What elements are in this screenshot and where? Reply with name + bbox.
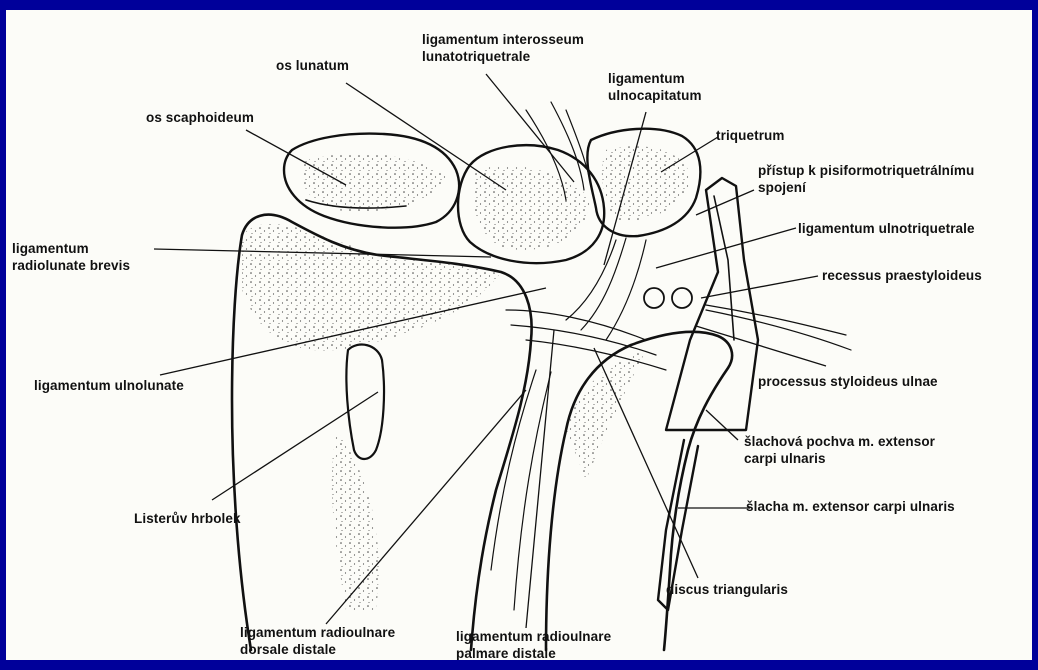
label-processus: processus styloideus ulnae (758, 373, 938, 390)
label-listeruv: Listerův hrbolek (134, 510, 241, 527)
leader-lig-palmare (526, 330, 554, 628)
leader-lig-interosseum (486, 74, 574, 182)
label-os-scaphoideum: os scaphoideum (146, 109, 254, 126)
label-triquetrum: triquetrum (716, 127, 785, 144)
label-lig-ulnotriquetrale: ligamentum ulnotriquetrale (798, 220, 975, 237)
leader-discus (594, 348, 698, 578)
label-recessus: recessus praestyloideus (822, 267, 982, 284)
label-slacha: šlacha m. extensor carpi ulnaris (746, 498, 955, 515)
ulna-bone-outline (546, 332, 732, 650)
recess-circle-1 (644, 288, 664, 308)
listers-tubercle (346, 345, 384, 459)
leader-processus (696, 326, 826, 366)
wrist-anatomy-drawing (6, 10, 1032, 660)
recess-circle-2 (672, 288, 692, 308)
label-os-lunatum: os lunatum (276, 57, 349, 74)
leader-slachova (706, 410, 738, 440)
leader-pristup (696, 190, 754, 215)
label-discus: discus triangularis (666, 581, 788, 598)
leader-lig-ulnotriquetrale (656, 228, 796, 268)
label-lig-ulnolunate: ligamentum ulnolunate (34, 377, 184, 394)
leader-recessus (701, 276, 818, 298)
